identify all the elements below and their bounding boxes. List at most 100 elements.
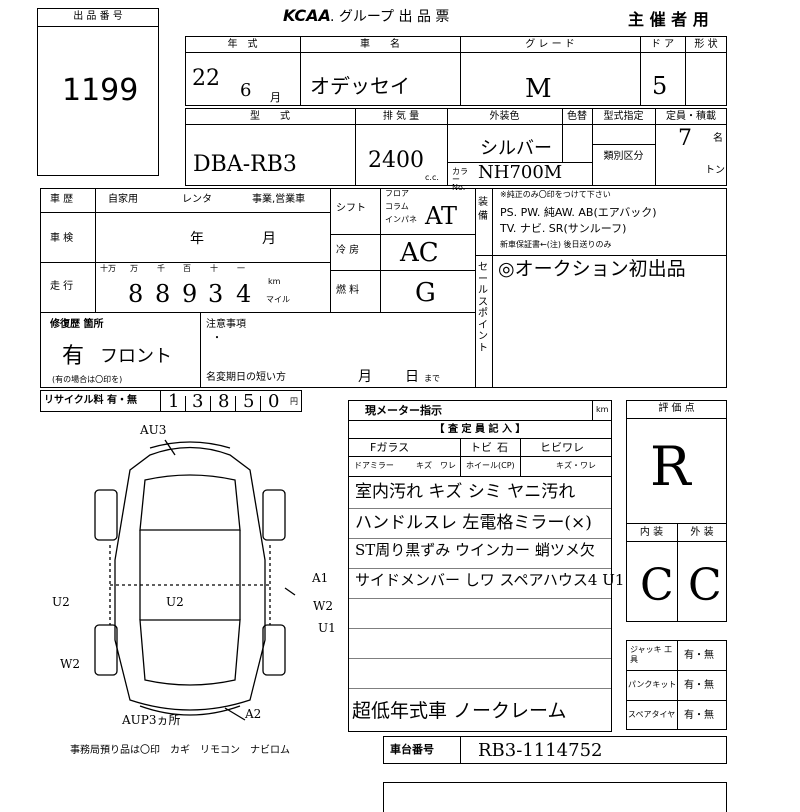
month-value: 6 [240,80,252,101]
note-line-1: 室内汚れ キズ シミ ヤニ汚れ [355,482,576,502]
note-line-3: ST周り黒ずみ ウインカー 蛸ツメ欠 [355,541,595,559]
ac-value: AC [400,238,439,268]
capacity-value: 7 [678,126,692,151]
digit-label-1: 万 [130,264,138,273]
note-line-2: ハンドルスレ 左電格ミラー(×) [355,513,592,533]
ac-label: 冷 房 [336,245,360,256]
wheel-label: ホイール(CP) [466,461,515,470]
shift-column: コラム [385,202,409,211]
repair-note: (有の場合は〇印を) [52,375,123,384]
recycle-digit-1: 3 [192,391,204,412]
meter-label: 現メーター指示 [365,404,442,417]
tools-box [626,640,727,730]
name-change-label: 名変期日の短い方 [206,372,286,383]
door-mirror-label: ドアミラー [354,461,394,470]
month-unit: 月 [270,91,281,104]
mileage-digit-2: 9 [182,280,198,308]
copy-label: 主 催 者 用 [628,10,709,29]
color-value: シルバー [480,138,552,159]
color-label: 外装色 [489,111,520,122]
spare-yn: 有・無 [684,710,714,721]
spare-tire-label: スペアタイヤ [628,710,676,719]
chassis-label: 車台番号 [390,743,434,756]
repair-label: 修復歴 箇所 [50,319,104,330]
color-change-label: 色替 [567,111,587,122]
mileage-digit-0: 8 [128,280,144,308]
spec-table [185,108,727,186]
door-label: ド ア [650,39,675,50]
wheel-damage-label: キズ・ワレ [556,461,596,470]
grade-box [626,400,727,622]
digit-label-5: 一 [237,264,245,273]
history-label: 車 歴 [50,194,74,205]
meter-km: km [596,405,609,414]
type-spec-label: 型式指定 [603,111,644,122]
caution-label: 注意事項 [206,319,246,330]
exterior-value: C [688,560,722,611]
km-unit: km [268,277,281,286]
door-value: 5 [652,72,668,100]
top-table [185,36,727,106]
year-label: 年 式 [227,39,258,50]
chip-label: トビ [470,441,492,454]
diagram-caption: 事務局預り品は〇印 カギ リモコン ナビロム [70,745,290,756]
diagram-mark-u1: U1 [318,621,336,635]
fuel-value: G [415,278,436,308]
chassis-box [383,736,727,764]
form-title: . グループ 出 品 票 [330,9,450,25]
inspector-box [348,400,612,732]
name-change-until: まで [424,374,440,383]
lot-label: 出 品 番 号 [73,11,123,22]
capacity-label: 定員・積載 [666,111,716,122]
name-change-month: 月 [358,369,372,385]
diagram-mark-u2-left: U2 [52,595,70,609]
chassis-value: RB3-1114752 [478,740,603,761]
exterior-label: 外 装 [690,527,714,538]
grade-value: M [525,74,552,104]
recycle-digit-2: 8 [218,391,230,412]
model-label: 型 式 [250,111,290,122]
mileage-digit-1: 8 [155,280,171,308]
main-form [40,188,727,388]
broken-label: ワレ [440,461,456,470]
jack-label: ジャッキ 工具 [630,645,673,665]
mile-unit: マイル [266,295,290,304]
car-name-value: オデッセイ [310,74,410,98]
car-name-label: 車 名 [360,39,400,50]
lower-box [383,782,727,812]
equip-note: ※純正のみ〇印をつけて下さい [500,190,611,199]
equip-line1: PS. PW. 純AW. AB(エアバック) [500,206,657,219]
recycle-label: リサイクル料 有・無 [44,395,137,406]
recycle-digit-3: 5 [243,391,255,412]
inspection-label: 車 検 [50,233,74,244]
displacement-label: 排 気 量 [382,111,420,122]
jack-yn: 有・無 [684,650,714,661]
name-change-day: 日 [405,369,419,385]
history-private: 自家用 [108,194,138,205]
equip-label: 装備 [478,197,488,222]
puncture-yn: 有・無 [684,680,714,691]
diagram-mark-w2-right: W2 [313,599,333,613]
sales-point-label: セールスポイント [478,262,488,354]
diagram-mark-a2: A2 [245,707,262,721]
diagram-mark-w2-left: W2 [60,657,80,671]
year-value: 22 [192,66,220,91]
diagram-mark-au3: AU3 [140,423,167,437]
digit-label-4: 十 [210,264,218,273]
interior-label: 内 装 [639,527,664,538]
inspection-month: 月 [262,231,276,247]
shape-label: 形 状 [694,39,718,50]
shift-value: AT [425,202,458,230]
digit-label-2: 千 [157,264,165,273]
stone-label: 石 [497,441,508,454]
history-business: 事業,営業車 [252,194,306,205]
recycle-digit-4: 0 [268,391,280,412]
color-no-prefix: カラー No. [452,167,468,192]
color-no-value: NH700M [478,162,563,183]
repair-location: フロント [100,346,172,367]
scratch-label: キズ [416,461,432,470]
displacement-value: 2400 [368,148,424,173]
class-label: 類別区分 [603,151,644,162]
yen-unit: 円 [290,397,298,406]
model-value: DBA-RB3 [193,152,297,177]
